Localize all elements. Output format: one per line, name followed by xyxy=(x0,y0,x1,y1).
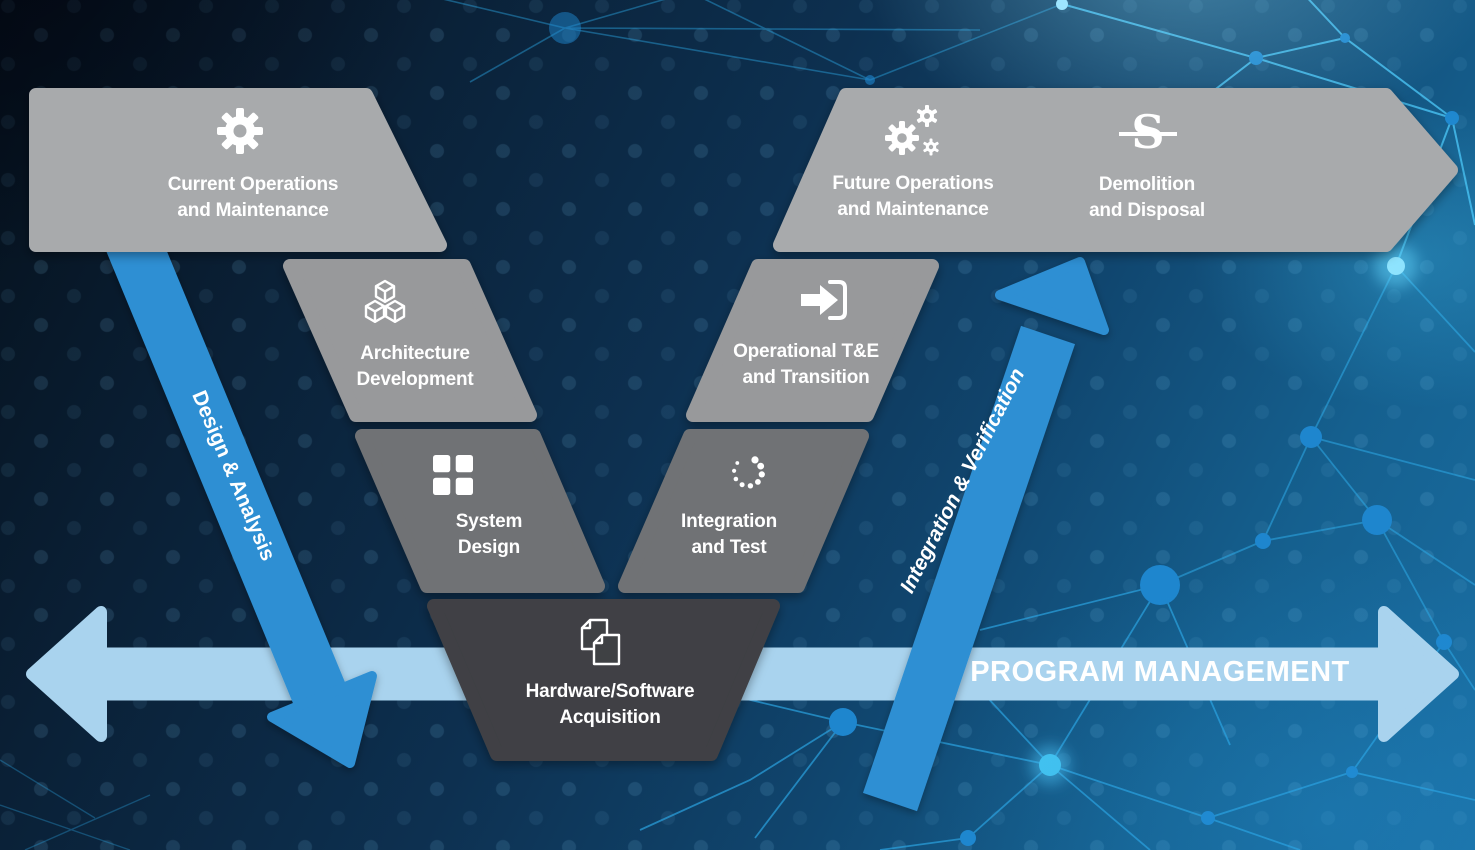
box-operational-te xyxy=(686,259,939,422)
gear-icon xyxy=(217,108,263,154)
box-current-operations xyxy=(29,88,447,252)
program-arrowhead-left xyxy=(26,606,107,742)
v-model-boxes xyxy=(29,88,1458,761)
box-architecture-development xyxy=(283,259,537,422)
box-future-operations-demolition xyxy=(773,88,1458,252)
strikethrough-s-icon: S xyxy=(1118,103,1178,161)
design-analysis-arrowhead xyxy=(267,671,377,768)
box-integration-test xyxy=(618,429,869,593)
program-arrowhead-right xyxy=(1378,606,1459,742)
design-analysis-arrow xyxy=(101,217,377,768)
cubes-icon xyxy=(364,279,406,323)
box-hardware-software xyxy=(427,599,780,761)
copy-pages-icon xyxy=(580,618,621,666)
spinner-dots-icon xyxy=(732,456,765,489)
box-system-design xyxy=(355,429,605,593)
gears-icon xyxy=(885,104,941,157)
integration-verification-arrowhead xyxy=(995,257,1109,335)
program-management-label: PROGRAM MANAGEMENT xyxy=(970,656,1350,688)
grid-icon xyxy=(433,455,473,495)
sign-in-arrow-icon xyxy=(801,280,847,320)
integration-verification-arrow xyxy=(863,257,1109,812)
